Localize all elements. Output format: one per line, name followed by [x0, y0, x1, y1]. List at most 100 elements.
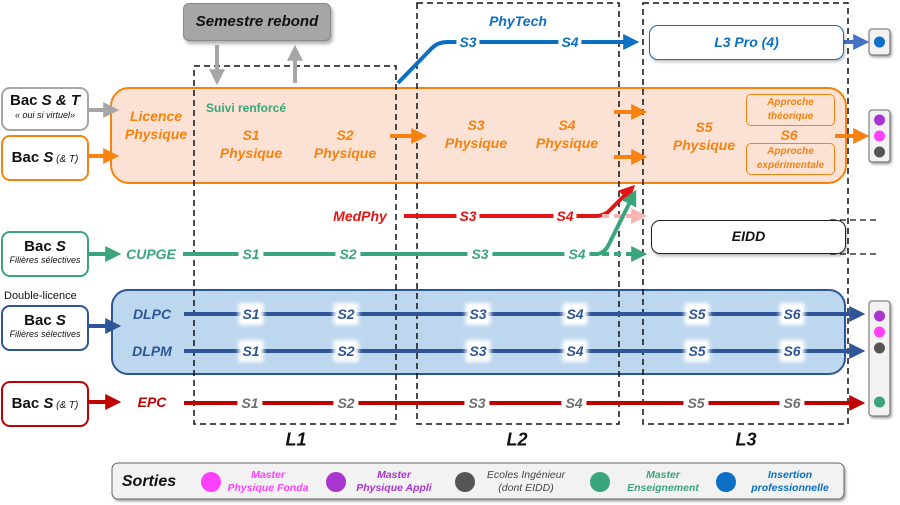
semester-subject: Physique — [219, 145, 283, 161]
legend-item-insertion: Insertion professionnelle — [751, 469, 829, 495]
legend-box — [111, 462, 845, 500]
dlpc-label: DLPC — [132, 306, 172, 322]
legend-dot-insertion — [716, 472, 736, 492]
output-dot-ecoles-dl — [874, 342, 885, 354]
cupge-s1: S1 — [238, 246, 264, 262]
eidd-box: EIDD — [651, 220, 846, 254]
semester-code: S1 — [242, 127, 260, 143]
output-dot-master-appli-dl — [874, 310, 885, 322]
semester-code: S4 — [558, 117, 576, 133]
licence-semester-s3: S3 Physique — [445, 116, 507, 152]
legend-dot-master-fonda — [201, 472, 221, 492]
epc-s4: S4 — [561, 395, 587, 411]
cupge-s3: S3 — [467, 246, 493, 262]
entry-bac-st: Bac S & T « oui si virtuel» — [1, 87, 89, 131]
phytech-path — [396, 34, 640, 85]
licence-semester-s2: S2 Physique — [314, 126, 376, 162]
entry-bac-s-epc-prefix: Bac — [11, 395, 44, 412]
epc-s6: S6 — [779, 395, 805, 411]
epc-s5: S5 — [683, 395, 709, 411]
legend-line1: Master — [251, 469, 285, 481]
licence-name-line2: Physique — [124, 126, 188, 142]
medphy-s4: S4 — [553, 208, 577, 224]
cupge-s4: S4 — [564, 246, 590, 262]
semestre-rebond-box: Semestre rebond — [183, 3, 331, 41]
semester-subject: Physique — [672, 137, 736, 153]
licence-semester-s5: S5 Physique — [673, 118, 735, 154]
legend-item-ecoles: Ecoles Ingénieur (dont EIDD) — [487, 469, 565, 495]
cupge-path — [183, 189, 637, 256]
double-licence-caption: Double-licence — [4, 290, 77, 302]
legend-dot-master-appli — [326, 472, 346, 492]
entry-bac-s-t-em: S — [43, 149, 54, 166]
output-dot-ecoles — [874, 146, 885, 158]
legend-item-master-appli: Master Physique Appli — [356, 469, 431, 495]
eidd-label: EIDD — [731, 228, 766, 244]
phytech-s4: S4 — [558, 34, 582, 50]
approche-experimentale-box: Approche expérimentale — [746, 143, 835, 175]
entry-bac-s-cupge-subtitle: Filières sélectives — [9, 255, 81, 265]
licence-name-line1: Licence — [129, 108, 183, 124]
dlpc-s4: S4 — [565, 306, 585, 322]
cupge-label: CUPGE — [126, 246, 176, 262]
legend-title: Sorties — [121, 473, 177, 490]
approche-theorique-line2: théorique — [767, 111, 814, 122]
semester-subject: Physique — [313, 145, 377, 161]
entry-bac-s-t-prefix: Bac — [11, 149, 44, 166]
l3-pro-label: L3 Pro (4) — [714, 34, 779, 50]
dlpc-s6: S6 — [782, 306, 802, 322]
dlpm-s5: S5 — [687, 343, 707, 359]
semester-subject: Physique — [444, 135, 508, 151]
dlpc-s3: S3 — [468, 306, 488, 322]
legend-dot-ecoles — [455, 472, 475, 492]
entry-bac-s-epc-em: S — [43, 395, 54, 412]
dlpm-s1: S1 — [241, 343, 261, 359]
semester-code: S5 — [695, 119, 713, 135]
output-dot-master-appli — [874, 114, 885, 126]
entry-bac-s-dl: Bac S Filières sélectives — [1, 305, 89, 351]
licence-semester-s1: S1 Physique — [220, 126, 282, 162]
year-label-l3: L3 — [735, 429, 757, 450]
dlpc-s1: S1 — [241, 306, 261, 322]
entry-bac-s-cupge: Bac S Filières sélectives — [1, 231, 89, 277]
approche-theorique-line1: Approche — [767, 97, 814, 108]
entry-bac-s-cupge-em: S — [55, 238, 66, 255]
phytech-label: PhyTech — [489, 13, 547, 29]
licence-semester-s6: S6 — [780, 127, 798, 143]
semester-code: S2 — [336, 127, 354, 143]
epc-s2: S2 — [333, 395, 359, 411]
entry-bac-s-epc: Bac S (& T) — [1, 381, 89, 427]
year-box-l2 — [416, 2, 620, 425]
approche-theorique-box: Approche théorique — [746, 94, 835, 126]
phytech-s3: S3 — [456, 34, 480, 50]
dlpm-s3: S3 — [468, 343, 488, 359]
entry-bac-s-dl-prefix: Bac — [24, 312, 56, 329]
output-dot-master-enseignement — [874, 396, 885, 408]
dlpc-s5: S5 — [687, 306, 707, 322]
entry-bac-st-prefix: Bac — [9, 92, 42, 109]
year-label-l2: L2 — [506, 429, 528, 450]
l3-pro-box: L3 Pro (4) — [649, 25, 844, 60]
semester-code: S3 — [467, 117, 485, 133]
entry-bac-st-subtitle: « oui si virtuel» — [14, 110, 76, 120]
output-dot-master-fonda-dl — [874, 326, 885, 338]
approche-experimentale-line2: expérimentale — [756, 160, 825, 171]
epc-label: EPC — [137, 394, 167, 410]
semestre-rebond-label: Semestre rebond — [195, 13, 319, 30]
epc-s1: S1 — [237, 395, 263, 411]
medphy-label: MedPhy — [333, 208, 387, 224]
suivi-renforce-label: Suivi renforcé — [206, 101, 287, 115]
entry-bac-s-dl-em: S — [55, 312, 66, 329]
double-licence-band — [111, 289, 846, 375]
legend-line1: Master — [646, 469, 680, 481]
dlpm-s6: S6 — [782, 343, 802, 359]
legend-line2: Physique Fonda — [227, 482, 309, 494]
legend-line1: Master — [377, 469, 411, 481]
entry-bac-st-em: S & T — [41, 92, 81, 109]
semester-subject: Physique — [535, 135, 599, 151]
legend-item-master-enseignement: Master Enseignement — [627, 469, 699, 495]
medphy-path — [404, 184, 636, 218]
licence-semester-s4: S4 Physique — [536, 116, 598, 152]
dlpc-s2: S2 — [336, 306, 356, 322]
